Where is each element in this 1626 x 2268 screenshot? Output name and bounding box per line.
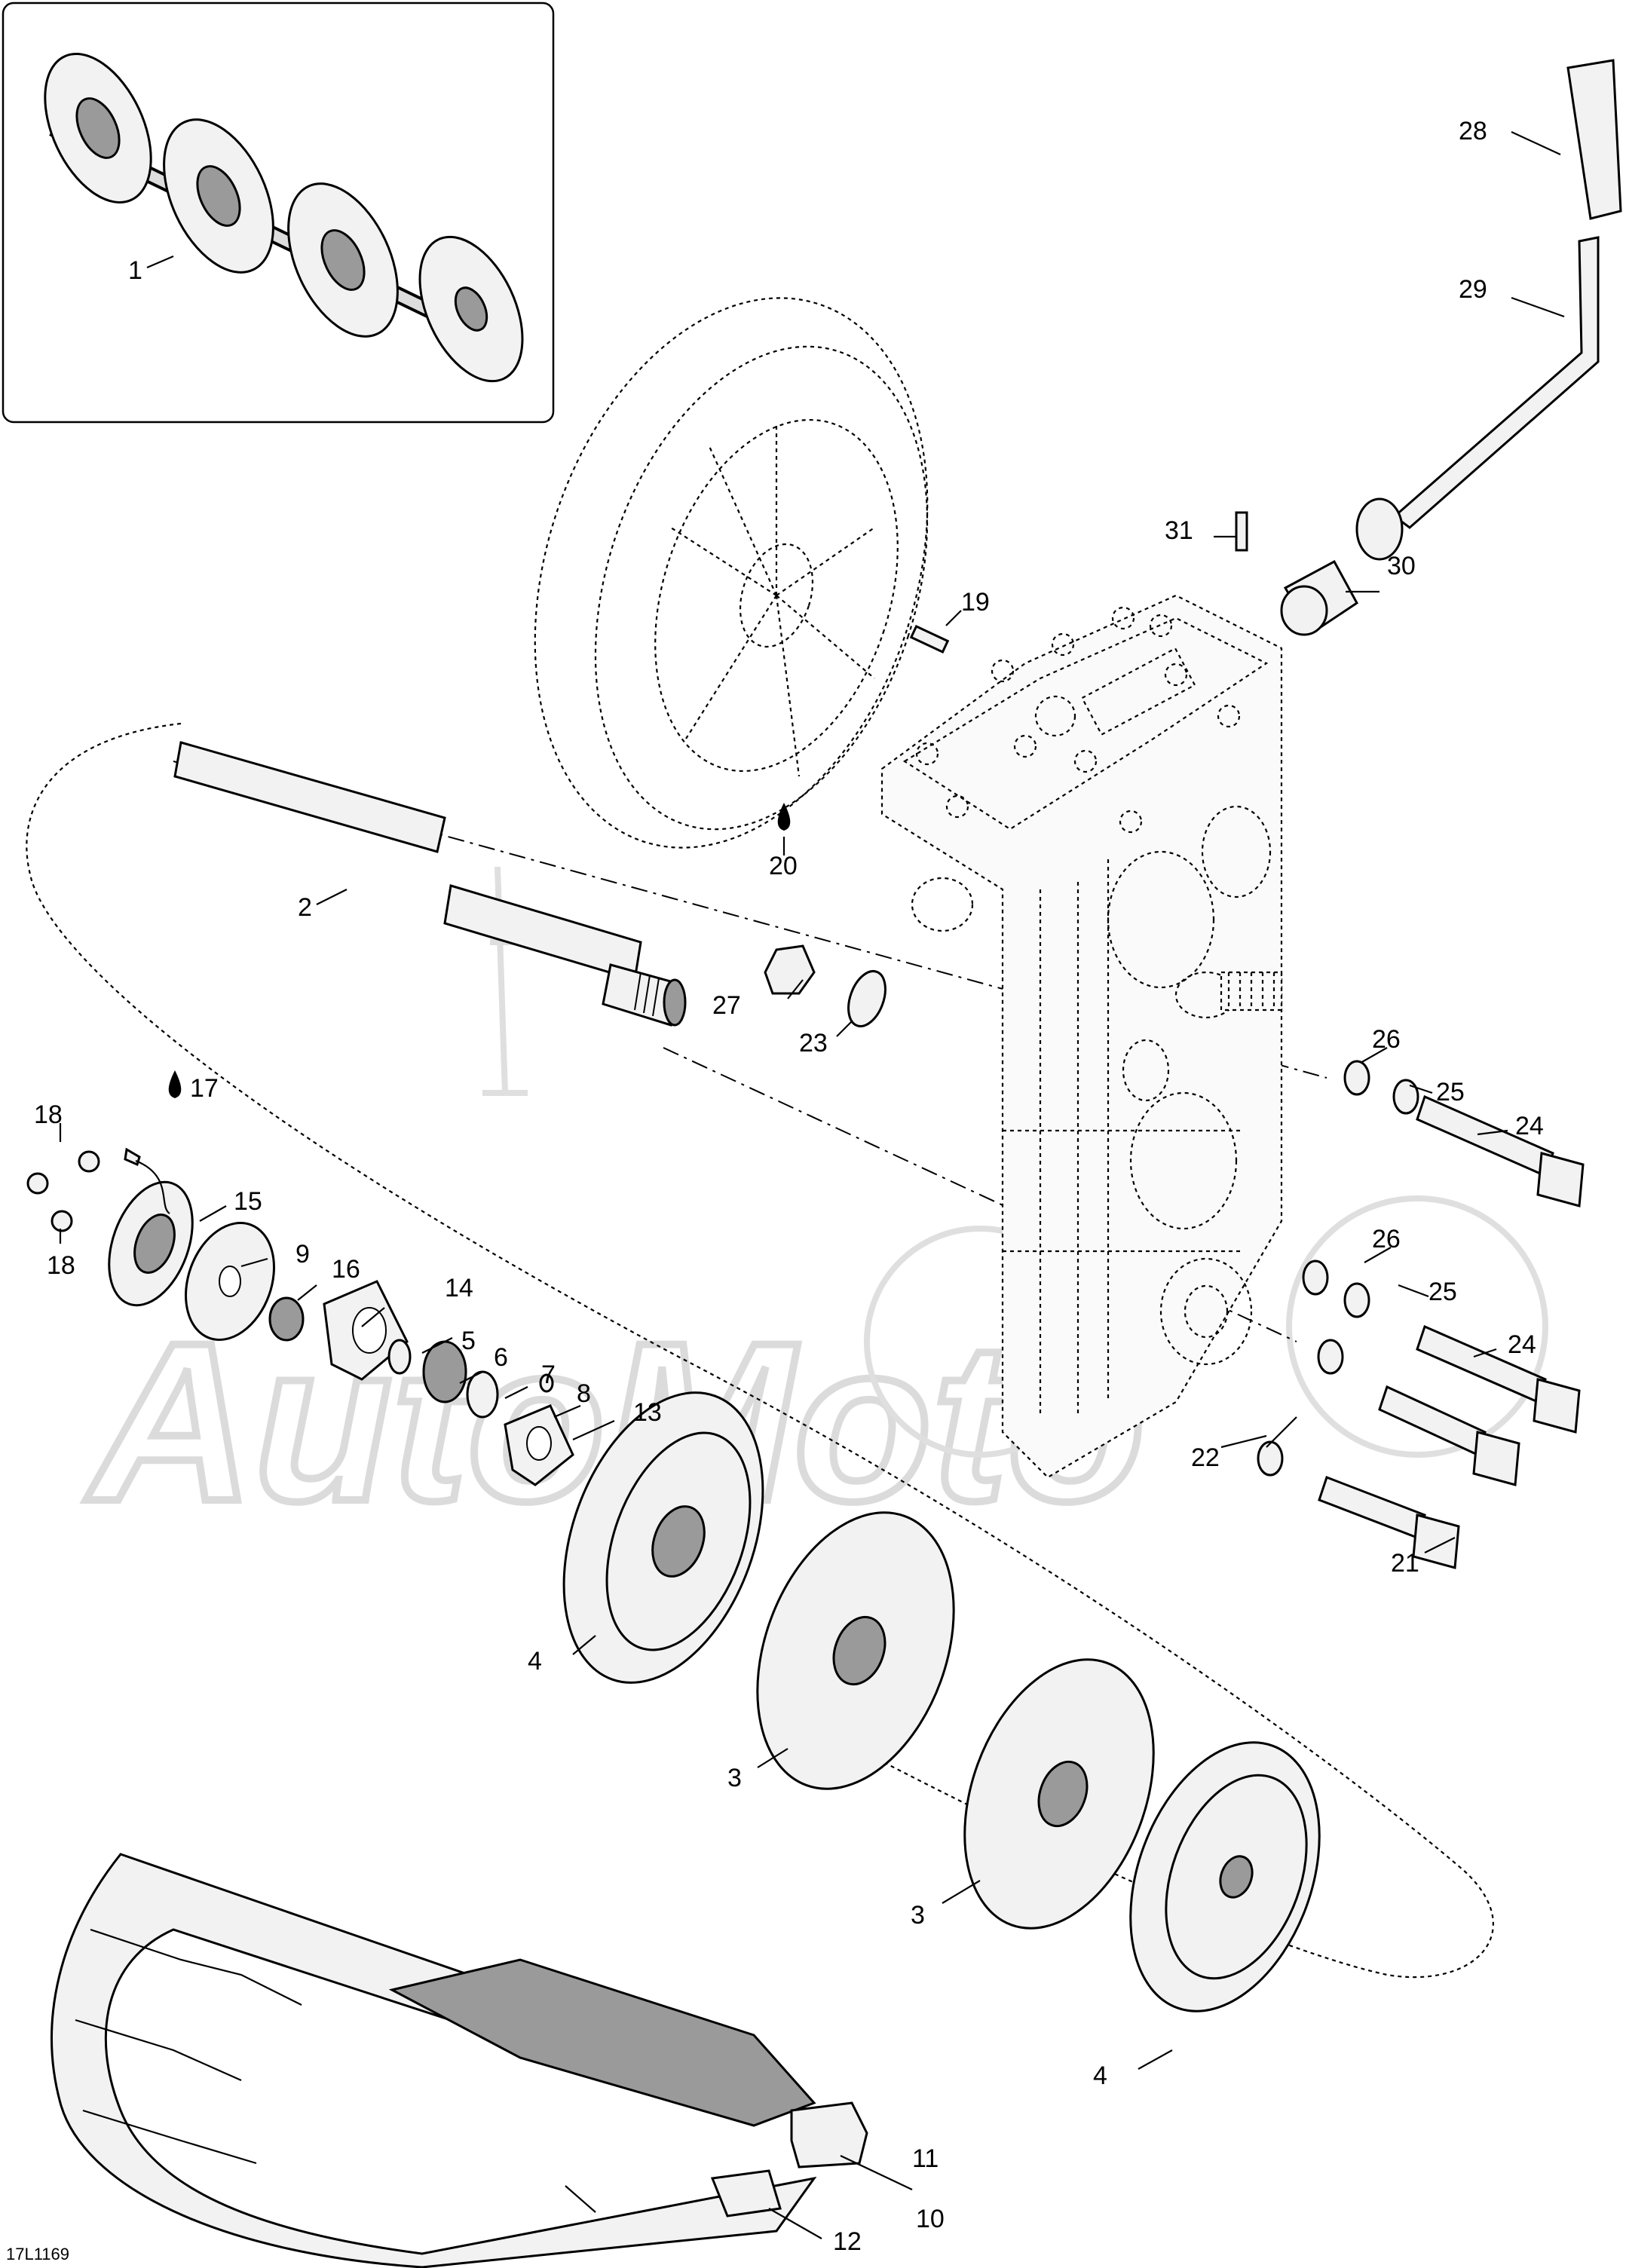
callout-15: 15 xyxy=(234,1187,262,1216)
crank-handle xyxy=(1235,59,1622,636)
sprocket-4-upper xyxy=(562,1391,764,1684)
callout-22: 22 xyxy=(1191,1443,1220,1472)
callout-10: 10 xyxy=(916,2205,945,2233)
callout-labels: 1 2 3 3 4 4 5 6 7 8 9 10 11 12 13 14 15 … xyxy=(34,117,1544,2256)
track-belt xyxy=(51,1853,817,2268)
track-clip-11 xyxy=(790,2101,868,2169)
callout-20: 20 xyxy=(769,852,798,880)
callout-14: 14 xyxy=(445,1274,473,1302)
drop-icon xyxy=(777,803,791,831)
callout-9: 9 xyxy=(295,1240,310,1269)
key-19 xyxy=(909,625,950,653)
phantom-track-loop xyxy=(26,722,1494,1979)
callout-4: 4 xyxy=(1093,2061,1107,2090)
callout-1: 1 xyxy=(128,256,142,285)
callout-31: 31 xyxy=(1165,516,1193,545)
drop-icon xyxy=(168,1070,182,1098)
callout-7: 7 xyxy=(541,1360,556,1389)
callout-28: 28 xyxy=(1459,117,1487,145)
callout-12: 12 xyxy=(833,2227,862,2256)
callout-3: 3 xyxy=(911,1901,925,1930)
callout-16: 16 xyxy=(332,1255,360,1284)
inset-shaft-assembly xyxy=(44,53,524,383)
gearbox-housing xyxy=(880,594,1283,1479)
callout-24: 24 xyxy=(1515,1112,1544,1140)
callout-21: 21 xyxy=(1391,1549,1419,1578)
callout-19: 19 xyxy=(961,588,990,617)
watermark: AutoMoto xyxy=(80,866,1548,1552)
callout-4: 4 xyxy=(528,1647,542,1676)
callout-26: 26 xyxy=(1372,1225,1401,1253)
sprocket-3-middle xyxy=(756,1511,955,1790)
callout-30: 30 xyxy=(1387,552,1416,580)
gearbox-output-shaft xyxy=(1220,971,1283,1012)
callout-18: 18 xyxy=(47,1251,75,1280)
phantom-wheel xyxy=(534,297,929,849)
callout-26: 26 xyxy=(1372,1025,1401,1054)
sprocket-3-lower xyxy=(963,1658,1155,1930)
callout-27: 27 xyxy=(712,991,741,1020)
sprocket-4-end-wheel xyxy=(1129,1741,1321,2012)
callout-17: 17 xyxy=(190,1074,219,1103)
callout-25: 25 xyxy=(1436,1078,1465,1106)
fasteners-right xyxy=(1257,1060,1585,1569)
callout-24: 24 xyxy=(1508,1330,1536,1359)
track-clip-12 xyxy=(710,2169,782,2217)
callout-11: 11 xyxy=(912,2144,939,2173)
callout-5: 5 xyxy=(461,1327,476,1355)
callout-8: 8 xyxy=(577,1379,591,1408)
callout-18: 18 xyxy=(34,1100,63,1129)
drive-shaft xyxy=(173,741,687,1027)
callout-3: 3 xyxy=(727,1764,742,1792)
bearing-group xyxy=(26,1147,574,1486)
callout-23: 23 xyxy=(799,1029,828,1057)
leader-lines xyxy=(59,131,1565,2239)
inset-box xyxy=(2,2,555,424)
callout-6: 6 xyxy=(494,1343,508,1372)
drawing-reference: 17L1169 xyxy=(6,2245,69,2263)
callout-13: 13 xyxy=(633,1398,662,1427)
nut-27 xyxy=(764,944,816,995)
gear-23 xyxy=(847,970,886,1027)
callout-2: 2 xyxy=(298,893,312,922)
callout-29: 29 xyxy=(1459,275,1487,304)
callout-25: 25 xyxy=(1428,1278,1457,1306)
